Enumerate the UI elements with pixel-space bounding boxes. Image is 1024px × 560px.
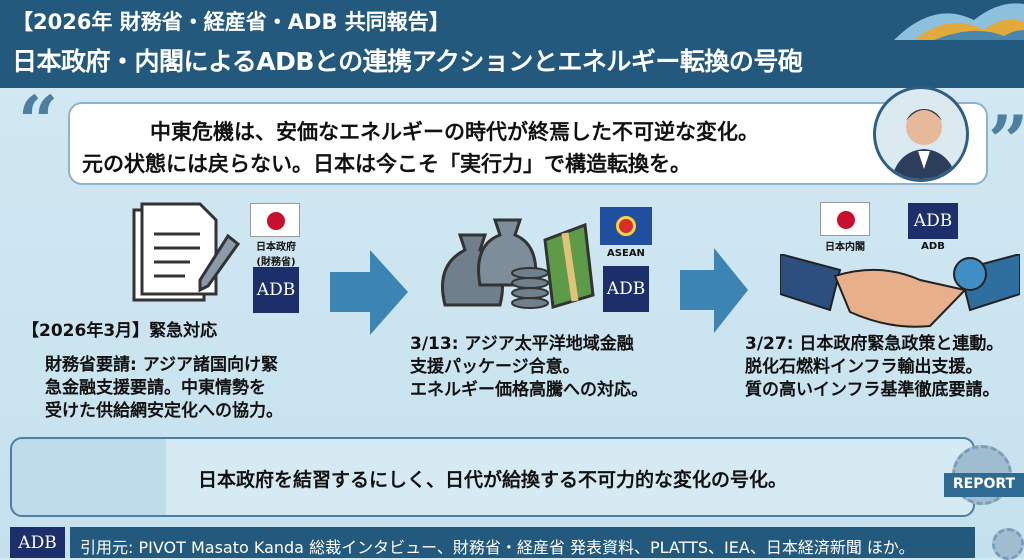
quote-box: 中東危機は、安価なエネルギーの時代が終焉した不可逆な変化。 元の状態には戻らない… [68, 102, 988, 185]
step1-flag-label: 日本政府 (財務省) [256, 242, 296, 268]
report-badge-small-icon [992, 528, 1024, 560]
step3-logo-label: ADB [921, 241, 945, 252]
header-banner: 【2026年 財務省・経産省・ADB 共同報告】 日本政府・内閣によるADBとの… [0, 0, 1024, 88]
step1-text: 財務省要請: アジア諸国向け緊 急金融支援要請。中東情勢を 受けた供給網安定化へ… [45, 355, 283, 421]
page-title: 日本政府・内閣によるADBとの連携アクションとエネルギー転換の号砲 [12, 47, 803, 76]
document-pen-icon [132, 202, 241, 302]
step3-flag-label: 日本内閣 [825, 242, 865, 253]
arrow-right-icon [680, 248, 748, 333]
adb-logo: ADB [603, 266, 649, 312]
summary-box: 日本政府を結習するにしく、日代が給換する不可力的な変化の号化。 [10, 437, 975, 517]
step1-heading: 【2026年3月】緊急対応 [22, 321, 218, 341]
money-bags-icon [441, 218, 595, 309]
arrow-right-icon [330, 250, 408, 335]
step2-text: 3/13: アジア太平洋地域金融 支援パッケージ合意。 エネルギー価格高騰への対… [410, 334, 648, 400]
report-badge-label: REPORT [944, 473, 1024, 497]
close-quote-icon: ” [988, 100, 1024, 183]
quote-line-2: 元の状態には戻らない。日本は今こそ「実行力」で構造転換を。 [82, 152, 691, 176]
adb-logo: ADB [253, 267, 299, 313]
handshake-icon [780, 254, 1020, 328]
japan-flag-icon [250, 203, 300, 237]
footer-source: 引用元: PIVOT Masato Kanda 総裁インタビュー、財務省・経産省… [70, 527, 975, 558]
summary-text: 日本政府を結習するにしく、日代が給換する不可力的な変化の号化。 [197, 469, 787, 491]
step2-flag-label: ASEAN [607, 248, 645, 259]
japan-flag-icon [820, 202, 870, 236]
open-quote-icon: “ [18, 80, 59, 163]
adb-logo: ADB [908, 203, 958, 239]
header-subtitle: 【2026年 財務省・経産省・ADB 共同報告】 [12, 10, 450, 34]
wave-decoration [894, 3, 1024, 40]
footer-adb-logo: ADB [10, 527, 65, 558]
asean-flag-icon [600, 207, 652, 245]
speaker-portrait [873, 86, 969, 182]
step3-text: 3/27: 日本政府緊急政策と連動。 脱化石燃料インフラ輸出支援。 質の高いイン… [745, 334, 1004, 400]
quote-line-1: 中東危機は、安価なエネルギーの時代が終焉した不可逆な変化。 [150, 120, 759, 144]
